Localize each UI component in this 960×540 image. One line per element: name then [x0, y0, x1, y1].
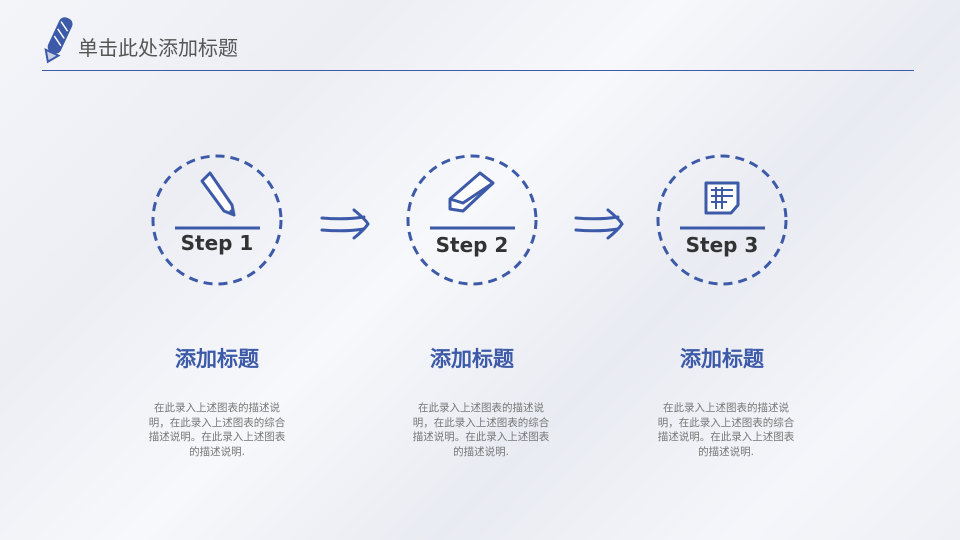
step-1-circle: [151, 154, 283, 286]
step-3-label: Step 3: [685, 233, 759, 257]
step-3-description[interactable]: 在此录入上述图表的描述说明，在此录入上述图表的综合描述说明。在此录入上述图表的描…: [657, 402, 795, 458]
note-icon: [704, 181, 740, 215]
slide-title[interactable]: 单击此处添加标题: [78, 36, 238, 60]
step-3-heading[interactable]: 添加标题: [680, 347, 764, 371]
step-1-description[interactable]: 在此录入上述图表的描述说明，在此录入上述图表的综合描述说明。在此录入上述图表的描…: [148, 402, 286, 458]
arrow-right-icon: [320, 208, 370, 240]
step-1-label: Step 1: [180, 231, 254, 255]
header-divider: [42, 70, 914, 71]
arrow-right-icon: [574, 208, 624, 240]
eraser-icon: [448, 171, 495, 213]
step-2-description[interactable]: 在此录入上述图表的描述说明，在此录入上述图表的综合描述说明。在此录入上述图表的描…: [412, 402, 550, 458]
pencil-icon: [44, 17, 73, 64]
step-2-circle: [406, 154, 538, 286]
step-2-label: Step 2: [435, 233, 509, 257]
step-3-circle: [656, 154, 788, 286]
pencil-icon: [200, 171, 236, 217]
step-2-heading[interactable]: 添加标题: [430, 347, 514, 371]
step-1-heading[interactable]: 添加标题: [175, 347, 259, 371]
